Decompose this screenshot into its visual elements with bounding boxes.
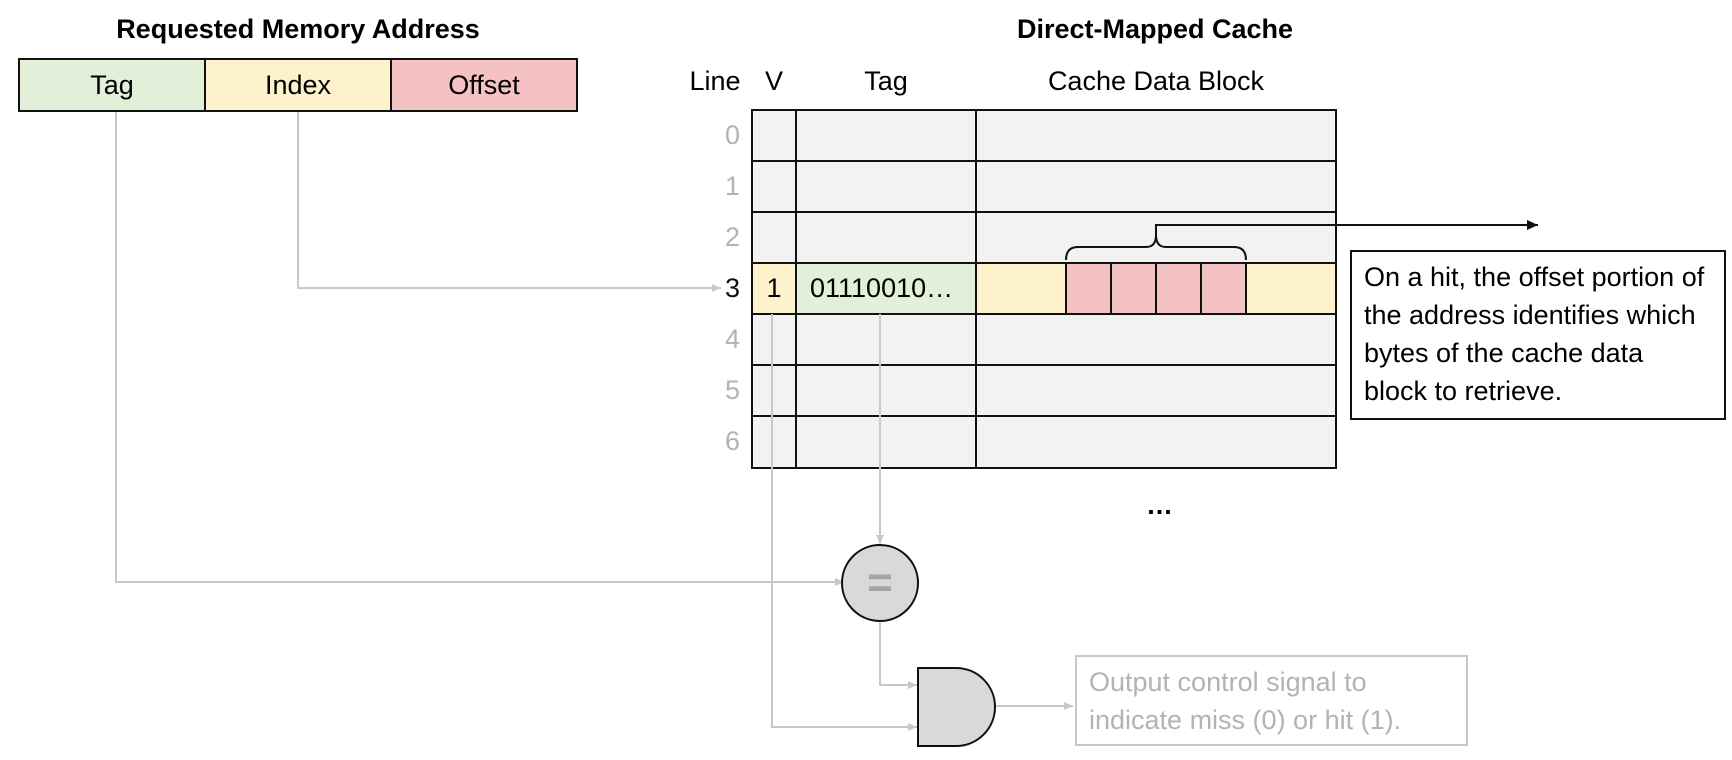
- output-signal-note: Output control signal to indicate miss (…: [1075, 655, 1468, 746]
- line-number: 6: [724, 426, 740, 456]
- line-number: 5: [724, 375, 740, 405]
- address-offset-field: Offset: [390, 58, 578, 112]
- valid-bit-value: 1: [766, 273, 782, 303]
- line-number: 2: [724, 222, 740, 252]
- more-lines-ellipsis: ...: [1147, 490, 1173, 520]
- line-number: 1: [724, 171, 740, 201]
- cache-grid-border: [751, 109, 1337, 469]
- line-number-active: 3: [724, 273, 740, 303]
- highlight-valid-cell: [752, 263, 796, 314]
- comparator-output-wire: [879, 622, 917, 689]
- comparator-circle: [841, 544, 919, 622]
- header-valid: V: [764, 66, 783, 96]
- line-number: 4: [724, 324, 740, 354]
- stored-tag-value: 01110010…: [810, 273, 954, 303]
- cache-title: Direct-Mapped Cache: [1016, 14, 1294, 44]
- header-tag: Tag: [864, 66, 908, 96]
- line-number: 0: [724, 120, 740, 150]
- address-tag-wire: [115, 112, 844, 586]
- address-title: Requested Memory Address: [116, 14, 480, 44]
- brace-arrow: [1155, 220, 1538, 235]
- highlight-tag-cell: [796, 263, 976, 314]
- address-tag-field: Tag: [18, 58, 206, 112]
- header-data: Cache Data Block: [1047, 66, 1265, 96]
- hit-explanation-note: On a hit, the offset portion of the addr…: [1350, 250, 1726, 420]
- index-wire: [297, 112, 721, 292]
- and-gate: [917, 667, 996, 747]
- header-line: Line: [689, 66, 741, 96]
- equals-symbol: =: [867, 558, 893, 607]
- valid-bit-wire: [771, 314, 917, 731]
